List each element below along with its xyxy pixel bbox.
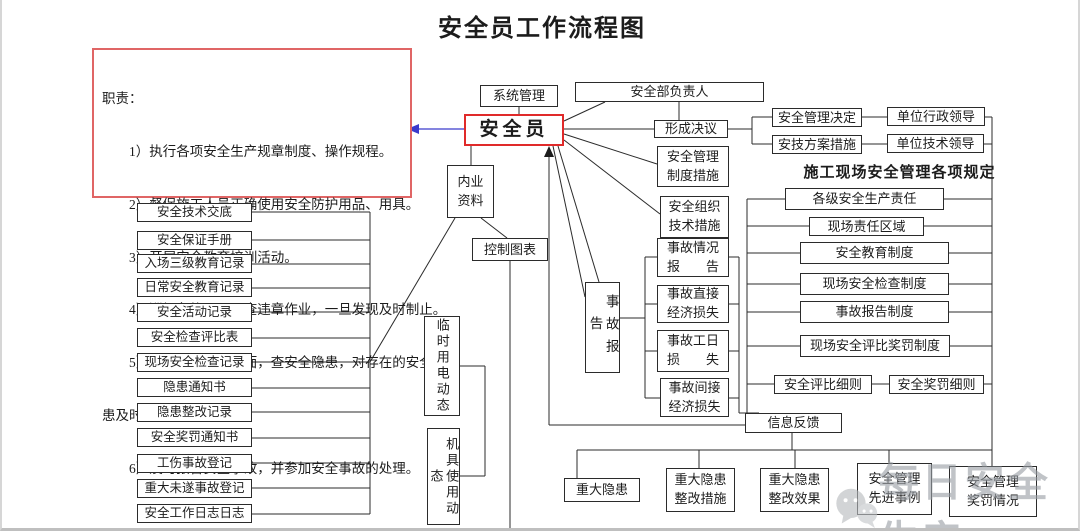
node-line: 整改措施 xyxy=(674,491,727,506)
node-line: 安全管理 xyxy=(868,471,921,487)
site-rules-title: 施工现场安全管理各项规定 xyxy=(803,165,996,181)
node-line: 经济损失 xyxy=(666,305,719,320)
node-reward-detail: 安全奖罚细则 xyxy=(889,375,984,394)
node-line: 事故直接 xyxy=(666,286,719,302)
left-doc-box: 安全奖罚通知书 xyxy=(137,428,252,447)
page-title: 安全员工作流程图 xyxy=(438,16,646,42)
node-site-rule: 现场安全评比奖罚制度 xyxy=(800,335,950,357)
left-doc-box: 重大未遂事故登记 xyxy=(137,479,252,498)
node-temp-power: 临时用电动态 xyxy=(424,316,460,416)
node-site-rule: 事故报告制度 xyxy=(800,301,949,323)
left-doc-box: 安全保证手册 xyxy=(137,231,252,250)
node-line: 事故工日 xyxy=(666,333,719,349)
left-doc-box: 安全活动记录 xyxy=(137,303,252,322)
node-line: 重大隐患 xyxy=(768,472,821,488)
left-doc-box: 现场安全检查记录 xyxy=(137,353,252,372)
node-line: 安全管理 xyxy=(966,473,1019,489)
node-tech-plan: 安技方案措施 xyxy=(772,135,862,154)
node-line: 整改效果 xyxy=(768,491,821,506)
node-line: 制度措施 xyxy=(666,167,719,183)
duty-box: 职责： 1）执行各项安全生产规章制度、操作规程。 2）督促施工人员正确使用安全防… xyxy=(92,48,446,476)
node-site-rule: 各级安全生产责任 xyxy=(785,188,944,210)
node-line: 安全组织 xyxy=(668,199,721,215)
node-line: 资料 xyxy=(457,192,484,208)
node-line: 技术措施 xyxy=(668,218,721,233)
left-doc-box: 入场三级教育记录 xyxy=(137,254,252,273)
left-doc-box: 隐患通知书 xyxy=(137,378,252,397)
node-feedback: 信息反馈 xyxy=(745,413,842,433)
node-control-chart: 控制图表 xyxy=(472,238,548,261)
left-doc-box: 工伤事故登记 xyxy=(137,454,252,473)
node-hazard-effect: 重大隐患 整改效果 xyxy=(760,468,829,512)
node-accident-indirect: 事故间接 经济损失 xyxy=(660,378,729,417)
node-tech-leader: 单位技术领导 xyxy=(887,134,984,153)
node-hazard-measures: 重大隐患 整改措施 xyxy=(666,468,735,512)
duty-line: 1）执行各项安全生产规章制度、操作规程。 xyxy=(102,143,393,159)
node-line: 重大隐患 xyxy=(674,472,727,488)
node-accident-status: 事故情况 报 告 xyxy=(657,238,729,277)
node-org-tech-measures: 安全组织 技术措施 xyxy=(660,196,729,238)
node-site-rule: 现场安全检查制度 xyxy=(800,273,949,295)
node-internal-docs: 内业 资料 xyxy=(447,165,494,218)
node-line: 安全管理 xyxy=(666,148,719,164)
node-site-rule: 安全教育制度 xyxy=(800,242,949,264)
node-mgmt-measures: 安全管理 制度措施 xyxy=(657,146,729,187)
node-admin-leader: 单位行政领导 xyxy=(887,107,985,126)
node-accident-report: 事故报告 xyxy=(585,282,620,373)
node-accident-workdays: 事故工日 损 失 xyxy=(657,330,729,372)
node-equipment-usage: 机具使用动态 xyxy=(427,428,460,525)
node-advanced-cases: 安全管理 先进事例 xyxy=(857,463,932,515)
node-dept-head: 安全部负责人 xyxy=(575,82,764,102)
node-line: 损 失 xyxy=(666,352,719,367)
left-doc-box: 日常安全教育记录 xyxy=(137,278,252,297)
left-doc-box: 隐患整改记录 xyxy=(137,403,252,422)
node-major-hazard: 重大隐患 xyxy=(564,478,640,502)
node-line: 经济损失 xyxy=(668,398,721,414)
left-doc-box: 安全检查评比表 xyxy=(137,328,252,347)
node-line: 事故情况 xyxy=(666,239,719,255)
node-eval-detail: 安全评比细则 xyxy=(774,375,872,394)
node-system-management: 系统管理 xyxy=(480,85,558,107)
node-mgmt-decision: 安全管理决定 xyxy=(772,108,862,127)
node-line: 报 告 xyxy=(666,258,719,274)
node-line: 内业 xyxy=(457,173,484,189)
duty-line: 职责： xyxy=(102,91,143,107)
node-line: 先进事例 xyxy=(868,490,921,505)
node-reward-status: 安全管理 奖罚情况 xyxy=(949,466,1037,517)
node-site-rule: 现场责任区域 xyxy=(809,217,924,236)
node-decision: 形成决议 xyxy=(654,120,728,138)
node-line: 奖罚情况 xyxy=(966,492,1019,508)
node-accident-direct: 事故直接 经济损失 xyxy=(657,285,729,323)
node-line: 事故间接 xyxy=(668,379,721,395)
node-safety-officer: 安全员 xyxy=(464,114,564,146)
left-doc-box: 安全工作日志日志 xyxy=(137,504,252,523)
left-doc-box: 安全技术交底 xyxy=(137,203,252,222)
